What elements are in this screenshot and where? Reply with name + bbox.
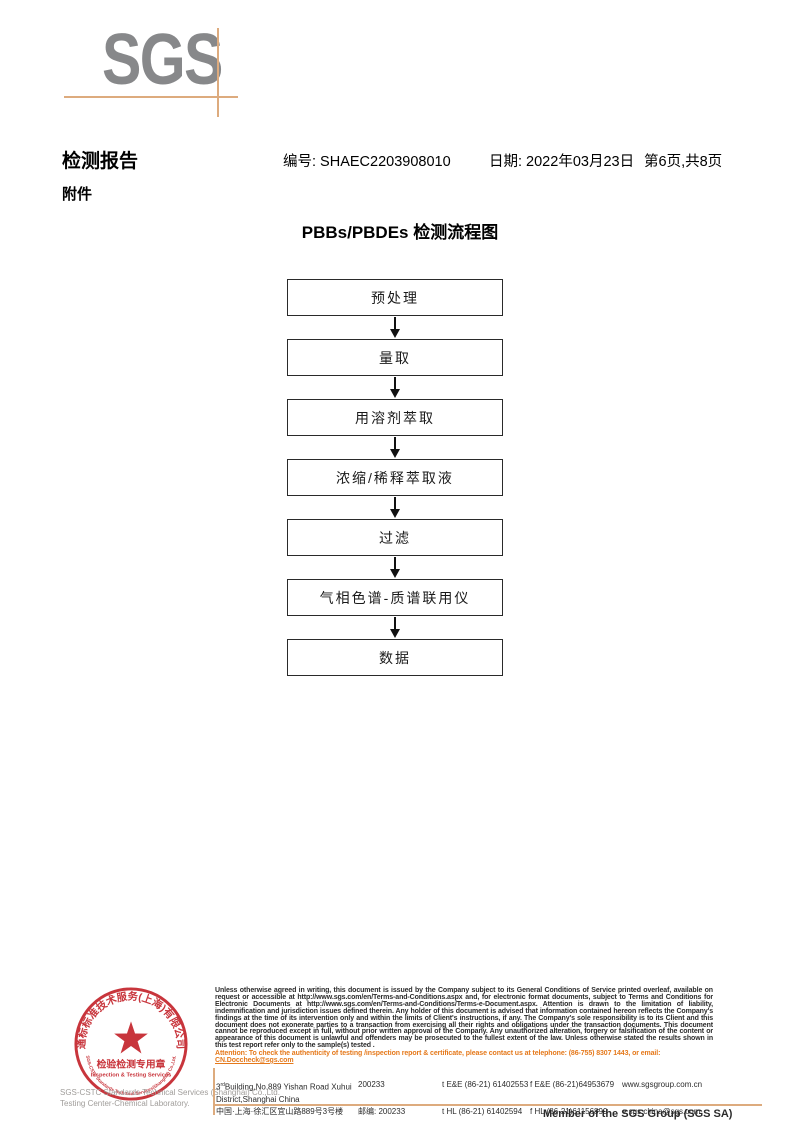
flow-arrow xyxy=(287,616,503,639)
flow-step-gcms: 气相色谱-质谱联用仪 xyxy=(287,579,503,616)
attention-text: Attention: To check the authenticity of … xyxy=(215,1050,661,1057)
flow-arrow xyxy=(287,376,503,399)
stamp-center-line2: Inspection & Testing Services xyxy=(91,1072,172,1078)
report-number: 编号: SHAEC2203908010 xyxy=(283,154,451,170)
flow-arrow xyxy=(287,496,503,519)
flowchart: 预处理 量取 用溶剂萃取 浓缩/稀释萃取液 过滤 气相色谱-质谱联用仪 数据 xyxy=(287,279,503,676)
flow-step-pretreatment: 预处理 xyxy=(287,279,503,316)
flowchart-title: PBBs/PBDEs 检测流程图 xyxy=(301,223,499,242)
fax-ee: f E&E (86-21)64953679 xyxy=(530,1080,615,1089)
sgs-member-text: Member of the SGS Group (SGS SA) xyxy=(543,1108,733,1120)
flow-step-filter: 过滤 xyxy=(287,519,503,556)
address-block: 3rdBuilding,No.889 Yishan Road Xuhui Dis… xyxy=(216,1079,761,1118)
company-name-line1: SGS-CSTC Standards Technical Services (S… xyxy=(60,1088,280,1097)
red-company-stamp: 通标标准技术服务(上海)有限公司 检验检测专用章 Inspection & Te… xyxy=(74,987,188,1101)
footer-vertical-line xyxy=(213,1068,215,1115)
logo-horizontal-line xyxy=(64,96,238,98)
logo-vertical-line xyxy=(217,28,219,117)
company-name-block: SGS-CSTC Standards Technical Services (S… xyxy=(60,1087,280,1109)
flow-step-concentrate-dilute: 浓缩/稀释萃取液 xyxy=(287,459,503,496)
website: www.sgsgroup.com.cn xyxy=(622,1080,703,1089)
fax-hl: f HL (86-21)61156899 xyxy=(530,1106,608,1116)
attention-notice: Attention: To check the authenticity of … xyxy=(215,1050,713,1065)
attachment-label: 附件 xyxy=(62,186,93,203)
doccheck-email: CN.Doccheck@sgs.com xyxy=(215,1056,294,1064)
flow-step-measure: 量取 xyxy=(287,339,503,376)
address-english: 3rdBuilding,No.889 Yishan Road Xuhui Dis… xyxy=(216,1082,352,1104)
page-indicator: 第6页,共8页 xyxy=(644,154,723,170)
postcode-chinese: 邮编: 200233 xyxy=(358,1106,406,1116)
flow-arrow xyxy=(287,316,503,339)
stamp-star-icon xyxy=(114,1021,148,1054)
page-title: 检测报告 xyxy=(62,151,139,172)
company-email: e sgs.china@sgs.com xyxy=(622,1106,701,1116)
flow-step-data: 数据 xyxy=(287,639,503,676)
stamp-center-line1: 检验检测专用章 xyxy=(97,1058,166,1071)
flow-arrow xyxy=(287,556,503,579)
flow-step-solvent-extraction: 用溶剂萃取 xyxy=(287,399,503,436)
phone-hl: t HL (86-21) 61402594 xyxy=(442,1106,523,1116)
footer-horizontal-line xyxy=(213,1104,762,1106)
flow-arrow xyxy=(287,436,503,459)
sgs-logo: SGS xyxy=(102,20,223,100)
postcode-english: 200233 xyxy=(358,1080,385,1089)
address-chinese: 中国·上海·徐汇区宜山路889号3号楼 xyxy=(216,1106,344,1116)
phone-ee: t E&E (86-21) 61402553 xyxy=(442,1080,529,1089)
report-date: 日期: 2022年03月23日 xyxy=(489,154,635,170)
company-name-line2: Testing Center-Chemical Laboratory. xyxy=(60,1099,190,1108)
legal-disclaimer: Unless otherwise agreed in writing, this… xyxy=(215,987,713,1050)
